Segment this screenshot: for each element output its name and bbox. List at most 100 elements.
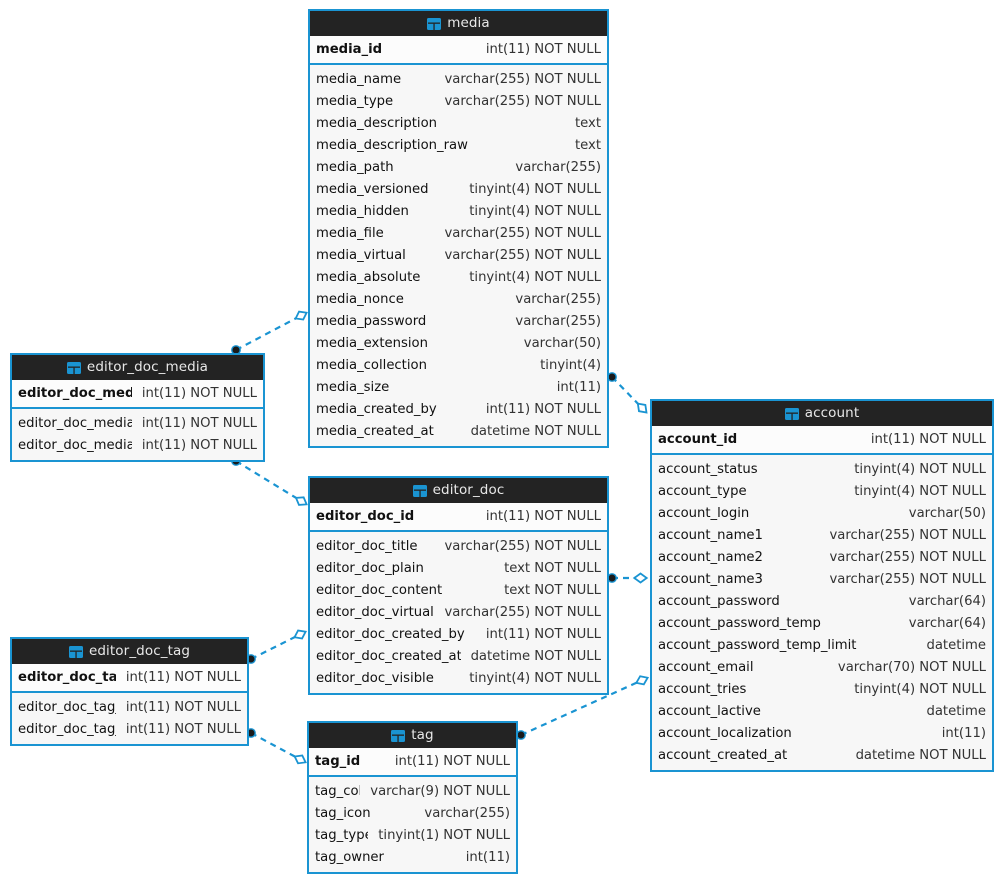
field-type: text: [574, 115, 601, 131]
link-line: [250, 635, 296, 660]
field-name: editor_doc_tag_dst: [18, 699, 116, 715]
entity-title: account: [804, 405, 860, 421]
entity-media[interactable]: media media_id int(11) NOT NULL media_na…: [308, 9, 609, 448]
field-name: account_created_at: [658, 747, 788, 763]
field-type: int(11): [556, 379, 601, 395]
field-type: varchar(64): [908, 593, 986, 609]
relationship-link: [246, 629, 308, 664]
field-row: editor_doc_media_srcint(11) NOT NULL: [12, 412, 263, 434]
field-name: account_tries: [658, 681, 747, 697]
field-row: media_extension varchar(50): [310, 332, 607, 354]
field-name: media_versioned: [316, 181, 429, 197]
field-type: text: [574, 137, 601, 153]
field-type: int(11) NOT NULL: [870, 432, 986, 447]
entity-title: editor_doc_tag: [88, 643, 190, 659]
primary-key-row: editor_doc_id int(11) NOT NULL: [310, 503, 607, 532]
field-name: account_name3: [658, 571, 763, 587]
field-name: editor_doc_tag_src: [18, 721, 116, 737]
field-name: media_name: [316, 71, 402, 87]
field-type: datetime: [926, 703, 986, 719]
field-name: media_file: [316, 225, 384, 241]
field-name: account_password_temp: [658, 615, 821, 631]
field-list: tag_colorvarchar(9) NOT NULL tag_iconvar…: [309, 777, 516, 872]
field-type: int(11) NOT NULL: [485, 401, 601, 417]
field-list: editor_doc_tag_dst int(11) NOT NULL edito…: [12, 693, 247, 744]
field-type: datetime: [926, 637, 986, 653]
field-name: media_type: [316, 93, 394, 109]
field-name: media_path: [316, 159, 394, 175]
field-type: int(11) NOT NULL: [141, 386, 257, 401]
entity-title: editor_doc: [432, 482, 505, 498]
entity-header-account: account: [652, 401, 992, 426]
entity-editor-doc[interactable]: editor_doc editor_doc_id int(11) NOT NUL…: [308, 476, 609, 695]
field-name: media_size: [316, 379, 390, 395]
field-row: editor_doc_tag_dst int(11) NOT NULL: [12, 696, 247, 718]
field-name: editor_doc_visible: [316, 670, 434, 686]
relationship-link: [231, 456, 308, 506]
field-name: media_password: [316, 313, 427, 329]
field-type: varchar(255) NOT NULL: [444, 538, 602, 554]
field-type: datetime NOT NULL: [470, 648, 601, 664]
entity-tag[interactable]: tag tag_id int(11) NOT NULL tag_colorvar…: [307, 721, 518, 874]
field-name: media_hidden: [316, 203, 409, 219]
entity-editor-doc-tag[interactable]: editor_doc_tag editor_doc_tag_id int(11)…: [10, 637, 249, 746]
field-type: varchar(255): [424, 805, 510, 821]
primary-key-row: tag_id int(11) NOT NULL: [309, 748, 516, 777]
link-source-dot: [607, 372, 617, 382]
field-type: int(11) NOT NULL: [485, 509, 601, 524]
field-type: int(11) NOT NULL: [141, 437, 257, 453]
field-type: int(11): [465, 849, 510, 865]
field-type: int(11) NOT NULL: [125, 699, 241, 715]
entity-header-editor-doc-tag: editor_doc_tag: [12, 639, 247, 664]
field-type: varchar(50): [908, 505, 986, 521]
field-name: media_collection: [316, 357, 427, 373]
field-name: editor_doc_created_by: [316, 626, 465, 642]
entity-account[interactable]: account account_id int(11) NOT NULL acco…: [650, 399, 994, 772]
field-name: tag_owner: [315, 849, 384, 865]
field-type: tinyint(4): [540, 357, 601, 373]
entity-title: media: [447, 15, 490, 31]
field-type: varchar(70) NOT NULL: [837, 659, 986, 675]
field-type: varchar(255) NOT NULL: [444, 93, 602, 109]
field-type: int(11) NOT NULL: [125, 670, 241, 685]
field-type: tinyint(4) NOT NULL: [469, 670, 601, 686]
field-type: int(11) NOT NULL: [125, 721, 241, 737]
field-row: media_collection tinyint(4): [310, 354, 607, 376]
field-row: editor_doc_visible tinyint(4) NOT NULL: [310, 667, 607, 689]
field-row: editor_doc_tag_src int(11) NOT NULL: [12, 718, 247, 740]
link-line: [250, 732, 296, 758]
field-row: tag_owner int(11): [309, 846, 516, 868]
field-name: media_id: [316, 42, 383, 57]
table-icon: [784, 407, 799, 420]
field-name: editor_doc_tag_id: [18, 670, 116, 685]
field-type: text NOT NULL: [504, 560, 601, 576]
entity-editor-doc-media[interactable]: editor_doc_media editor_doc_media_id int…: [10, 353, 265, 462]
field-type: varchar(255) NOT NULL: [444, 247, 602, 263]
field-name: media_extension: [316, 335, 428, 351]
link-target-diamond: [293, 629, 308, 640]
field-type: varchar(255): [515, 313, 601, 329]
field-type: varchar(50): [523, 335, 601, 351]
field-name: editor_doc_plain: [316, 560, 424, 576]
link-target-diamond: [294, 496, 308, 506]
field-type: varchar(255) NOT NULL: [829, 549, 987, 565]
field-name: account_localization: [658, 725, 792, 741]
